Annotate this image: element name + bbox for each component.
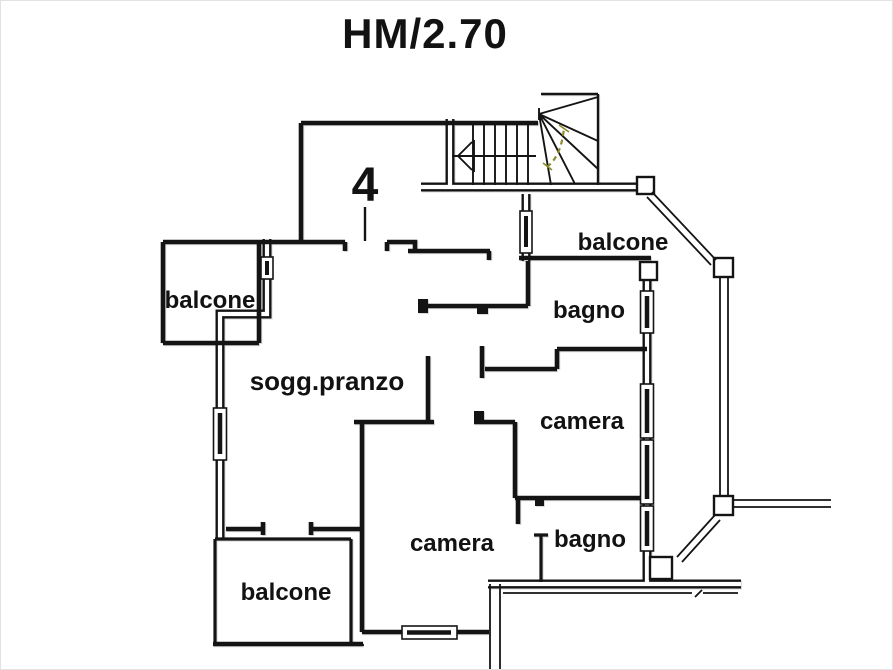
room-label-balcone-top-right: balcone: [578, 229, 669, 256]
stair-boundary: [541, 92, 600, 185]
unit-number-label: 4: [352, 159, 379, 212]
room-label-camera-bottom: camera: [410, 530, 495, 557]
balcony-railings: [351, 191, 831, 669]
wall-caps: [418, 299, 544, 506]
walls-light: [213, 533, 548, 642]
room-label-camera-right: camera: [540, 408, 625, 435]
staircase: [452, 96, 599, 186]
room-label-bagno-lower: bagno: [554, 526, 626, 553]
room-label-balcone-left: balcone: [165, 287, 256, 314]
railing-posts: [635, 175, 735, 581]
walls-interior: [160, 120, 651, 647]
plan-title: HM/2.70: [342, 10, 508, 57]
windows: [212, 210, 655, 640]
room-label-balcone-bottom: balcone: [241, 579, 332, 606]
room-label-bagno-upper: bagno: [553, 297, 625, 324]
room-label-soggiorno-pranzo: sogg.pranzo: [250, 366, 405, 396]
stair-walk-line: [542, 124, 570, 171]
